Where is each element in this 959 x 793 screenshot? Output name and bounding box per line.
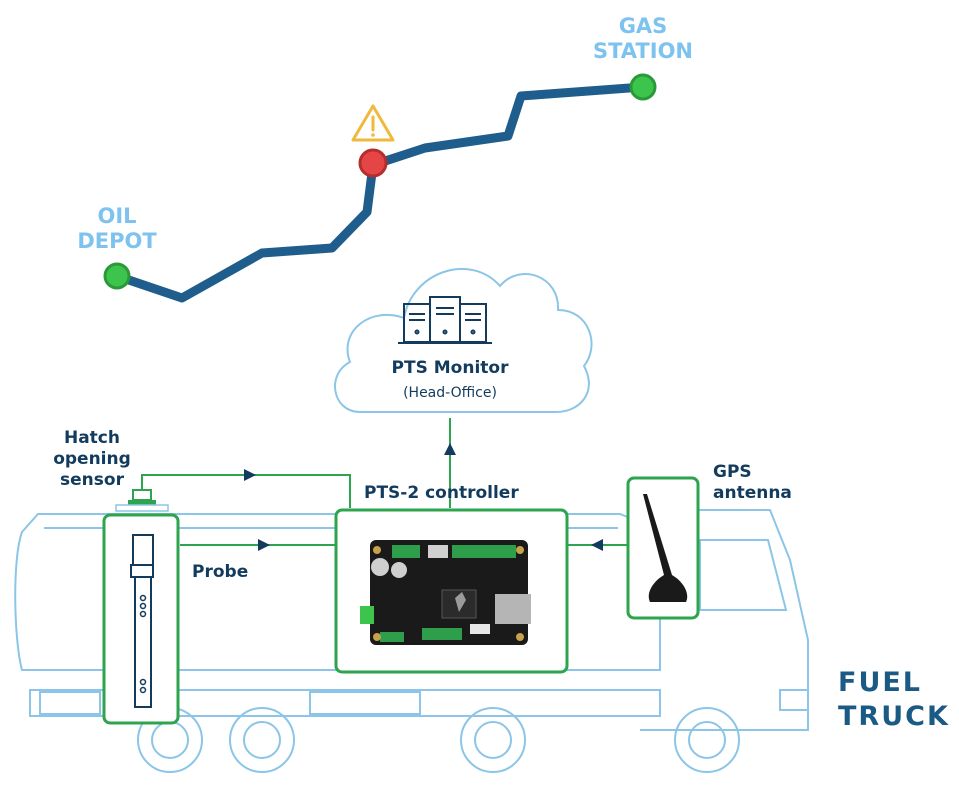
gps-label: GPS antenna bbox=[713, 462, 792, 504]
gas-station-label: GAS STATION bbox=[588, 14, 698, 64]
gas-station-label-line1: GAS bbox=[618, 14, 668, 38]
oil-depot-label: OIL DEPOT bbox=[62, 204, 172, 254]
oil-depot-label-line2: DEPOT bbox=[77, 229, 157, 253]
fuel-truck-label-line2: TRUCK bbox=[838, 701, 950, 732]
hatch-label-line1: Hatch bbox=[63, 428, 120, 448]
cloud-title: PTS Monitor bbox=[391, 358, 509, 378]
gps-label-line2: antenna bbox=[713, 483, 792, 503]
probe-device[interactable] bbox=[102, 513, 180, 725]
cloud-shape bbox=[334, 268, 593, 413]
probe-label: Probe bbox=[192, 562, 249, 582]
server-icon bbox=[398, 296, 492, 344]
oil-depot-marker[interactable] bbox=[103, 262, 131, 290]
gps-arrow bbox=[591, 539, 603, 551]
gps-label-line1: GPS bbox=[713, 462, 752, 482]
gas-station-label-line2: STATION bbox=[592, 39, 693, 63]
cloud-subtitle: (Head-Office) bbox=[403, 385, 497, 401]
hatch-label: Hatch opening sensor bbox=[52, 428, 132, 491]
controller-device[interactable] bbox=[334, 508, 569, 674]
route-path bbox=[112, 82, 648, 303]
fuel-truck-label: FUEL TRUCK bbox=[838, 666, 950, 734]
hatch-arrow bbox=[244, 469, 256, 481]
gps-antenna-device[interactable] bbox=[626, 476, 700, 620]
cloud-arrow bbox=[444, 443, 456, 455]
alert-marker[interactable] bbox=[358, 148, 388, 178]
hatch-sensor-device[interactable] bbox=[115, 489, 169, 512]
hatch-label-line3: sensor bbox=[60, 470, 124, 490]
fuel-truck-label-line1: FUEL bbox=[838, 667, 923, 698]
gas-station-marker[interactable] bbox=[629, 73, 657, 101]
controller-label: PTS-2 controller bbox=[364, 483, 519, 503]
warning-triangle-icon bbox=[351, 104, 395, 142]
antenna-icon bbox=[643, 494, 688, 602]
hatch-label-line2: opening bbox=[53, 449, 131, 469]
route-map bbox=[103, 73, 657, 303]
arrow-heads bbox=[244, 443, 603, 551]
probe-arrow bbox=[258, 539, 270, 551]
oil-depot-label-line1: OIL bbox=[97, 204, 137, 228]
